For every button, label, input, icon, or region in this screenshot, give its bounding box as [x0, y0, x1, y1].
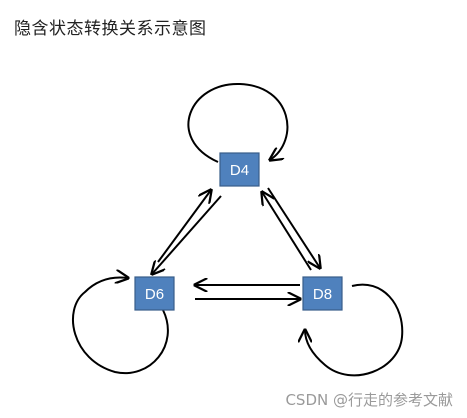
self-loop-d6: [72, 278, 169, 375]
node-d4: D4: [219, 152, 260, 187]
edge-d4-to-d6: [152, 195, 222, 274]
node-d8-label: D8: [313, 286, 332, 303]
node-d4-label: D4: [230, 162, 249, 179]
self-loop-d8: [305, 283, 404, 377]
self-loop-d4: [187, 82, 289, 163]
node-d6-label: D6: [145, 286, 164, 303]
page-title: 隐含状态转换关系示意图: [14, 19, 207, 39]
node-d8: D8: [302, 276, 343, 311]
node-d6: D6: [134, 276, 175, 311]
edge-d4-to-d8: [267, 187, 320, 268]
edge-d6-to-d4: [157, 190, 211, 263]
watermark: CSDN @行走的参考文献: [285, 391, 453, 409]
edge-d8-to-d4: [262, 192, 312, 271]
